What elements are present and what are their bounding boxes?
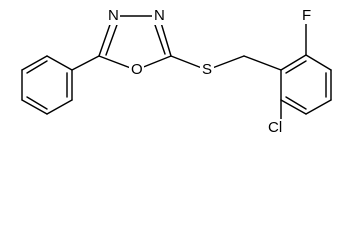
aryl-bond-4 [305,99,332,115]
phenyl-bond-5 [46,99,73,115]
phenyl-inner-double-1 [26,60,48,74]
sulfur-label: S [202,61,212,78]
aryl-bond-5 [280,99,307,115]
sulfur-label-bg [200,61,214,79]
oxygen-label-bg [129,61,144,79]
chlorine-label: Cl [268,119,282,136]
phenyl-bond-2 [21,55,48,71]
phenyl-bond-1 [46,55,73,71]
aryl-bond-2 [305,54,332,71]
chlorine-label-bg [267,119,291,136]
atom-labels: N N O S F Cl [106,7,312,136]
n-left-label-bg [106,7,120,25]
n-right-label: N [154,7,165,24]
aryl-inner-double-1 [285,60,307,74]
aryl-inner-double-3 [285,96,307,110]
halogenated-phenyl-ring [280,54,332,115]
oxadiazole-double-left [105,21,119,56]
oxadiazole-double-right [153,21,166,55]
fluorine-label-bg [300,7,312,24]
n-left-label: N [108,7,119,24]
phenyl-ring [21,55,73,115]
phenyl-inner-double-2 [26,96,48,110]
molecule-structure: N N O S F Cl [21,7,332,136]
phenyl-oxadiazole-bond [71,55,100,71]
phenyl-bond-4 [21,99,48,115]
fluorine-label: F [302,7,311,24]
molecule-diagram: N N O S F Cl [21,6,332,136]
methylene-aryl-bond [243,55,282,71]
aryl-bond-1 [280,54,307,71]
n-right-label-bg [152,7,166,25]
oxygen-label: O [131,61,143,78]
